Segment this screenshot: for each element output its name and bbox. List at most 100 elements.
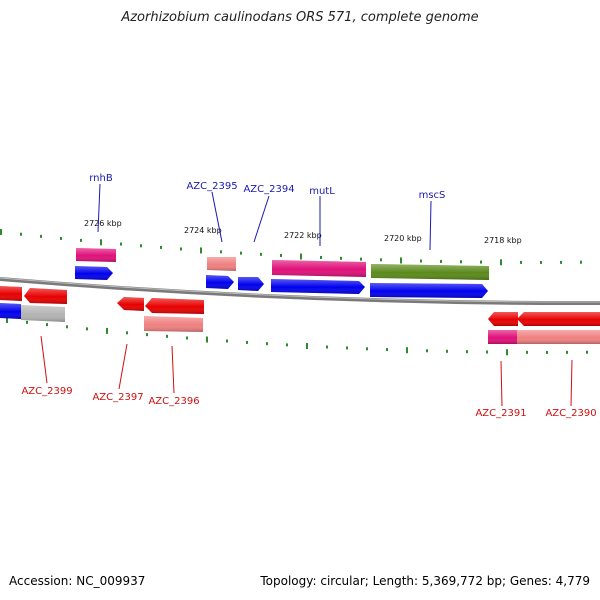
tick-mark: [206, 336, 208, 343]
gene-feature-mutl-inner[interactable]: [271, 279, 365, 294]
gene-feature-azc2395-inner[interactable]: [206, 275, 234, 289]
gene-feature-azc2391-magenta[interactable]: [488, 330, 517, 344]
tick-mark: [80, 238, 82, 242]
gene-feature-left-edge-blue[interactable]: [0, 303, 21, 319]
tick-mark: [186, 336, 188, 340]
tick-mark: [366, 347, 368, 351]
tick-mark: [486, 350, 488, 354]
tick-mark: [240, 251, 242, 255]
tick-mark: [386, 348, 388, 352]
genome-backbone: [0, 277, 600, 306]
tick-label-2724: 2724 kbp: [184, 226, 222, 235]
tick-mark: [280, 253, 282, 257]
gene-feature-mscs-inner[interactable]: [370, 283, 488, 298]
tick-mark: [26, 320, 28, 324]
leader-mscs: [429, 200, 432, 251]
genome-summary: Topology: circular; Length: 5,369,772 bp…: [260, 574, 590, 588]
tick-mark: [566, 350, 568, 354]
tick-mark: [220, 250, 222, 254]
gene-feature-azc2394-inner[interactable]: [238, 277, 264, 291]
tick-mark: [260, 252, 262, 256]
tick-mark: [140, 244, 142, 248]
tick-mark: [480, 260, 482, 264]
tick-mark: [326, 345, 328, 349]
gene-feature-azc2397[interactable]: [117, 297, 144, 311]
tick-mark: [126, 331, 128, 335]
gene-feature-azc2391-red[interactable]: [488, 312, 518, 326]
tick-mark: [200, 247, 202, 254]
tick-mark: [540, 260, 542, 264]
tick-mark: [286, 343, 288, 347]
tick-mark: [180, 247, 182, 251]
upper-tick-row: [0, 229, 582, 266]
tick-mark: [300, 253, 302, 260]
gene-feature-mutl-outer[interactable]: [272, 260, 366, 277]
tick-mark: [426, 349, 428, 353]
leader-azc2396: [171, 345, 175, 394]
gene-feature-rnhb-outer[interactable]: [76, 248, 116, 262]
gene-label-azc2390[interactable]: AZC_2390: [545, 408, 596, 419]
tick-mark: [346, 346, 348, 350]
tick-mark: [520, 260, 522, 264]
tick-mark: [166, 334, 168, 338]
gene-label-azc2394[interactable]: AZC_2394: [243, 184, 294, 195]
tick-mark: [320, 255, 322, 259]
tick-mark: [446, 349, 448, 353]
tick-mark: [560, 260, 562, 264]
leader-azc2390: [570, 359, 573, 407]
tick-mark: [146, 333, 148, 337]
gene-feature-azc2390-red[interactable]: [517, 312, 600, 326]
tick-mark: [40, 234, 42, 238]
gene-label-azc2395[interactable]: AZC_2395: [186, 181, 237, 192]
leader-azc2399: [40, 335, 48, 384]
tick-mark: [506, 349, 508, 356]
gene-feature-azc2395-outer[interactable]: [207, 257, 236, 271]
leader-azc2394: [253, 195, 270, 243]
tick-mark: [406, 347, 408, 354]
tick-mark: [440, 259, 442, 263]
map-title: Azorhizobium caulinodans ORS 571, comple…: [121, 10, 479, 25]
gene-feature-azc2399-red[interactable]: [24, 288, 67, 304]
tick-mark: [246, 340, 248, 344]
tick-mark: [500, 259, 502, 266]
gene-feature-azc2396-red[interactable]: [145, 298, 204, 314]
gene-feature-rnhb-inner[interactable]: [75, 266, 113, 280]
gene-label-azc2397[interactable]: AZC_2397: [92, 392, 143, 403]
leader-azc2397: [118, 343, 128, 390]
tick-mark: [400, 257, 402, 264]
gene-feature-azc2399-grey[interactable]: [21, 305, 65, 322]
tick-label-2722: 2722 kbp: [284, 231, 322, 240]
gene-label-azc2391[interactable]: AZC_2391: [475, 408, 526, 419]
gene-feature-azc2396-pink[interactable]: [144, 316, 203, 332]
leader-azc2395: [211, 191, 223, 243]
gene-feature-left-edge-red[interactable]: [0, 286, 22, 301]
tick-label-2718: 2718 kbp: [484, 236, 522, 245]
tick-mark: [6, 317, 8, 323]
gene-label-mscs[interactable]: mscS: [419, 190, 446, 201]
tick-mark: [420, 259, 422, 263]
accession-label: Accession: NC_009937: [9, 574, 146, 588]
tick-mark: [100, 239, 102, 246]
tick-label-2720: 2720 kbp: [384, 234, 422, 243]
tick-mark: [60, 236, 62, 240]
gene-feature-mscs-outer[interactable]: [371, 264, 489, 280]
tick-mark: [340, 256, 342, 260]
tick-mark: [0, 229, 2, 235]
tick-mark: [266, 342, 268, 346]
gene-feature-azc2390-pink[interactable]: [517, 330, 600, 344]
tick-mark: [66, 325, 68, 329]
tick-mark: [20, 232, 22, 236]
tick-mark: [580, 260, 582, 264]
tick-mark: [160, 245, 162, 249]
gene-label-azc2399[interactable]: AZC_2399: [21, 386, 72, 397]
tick-mark: [460, 260, 462, 264]
gene-label-mutl[interactable]: mutL: [309, 186, 335, 197]
leader-azc2391: [500, 360, 503, 407]
tick-mark: [586, 350, 588, 354]
tick-mark: [526, 350, 528, 354]
gene-label-rnhb[interactable]: rnhB: [89, 173, 113, 184]
tick-mark: [120, 242, 122, 246]
tick-mark: [380, 258, 382, 262]
gene-label-azc2396[interactable]: AZC_2396: [148, 396, 199, 407]
